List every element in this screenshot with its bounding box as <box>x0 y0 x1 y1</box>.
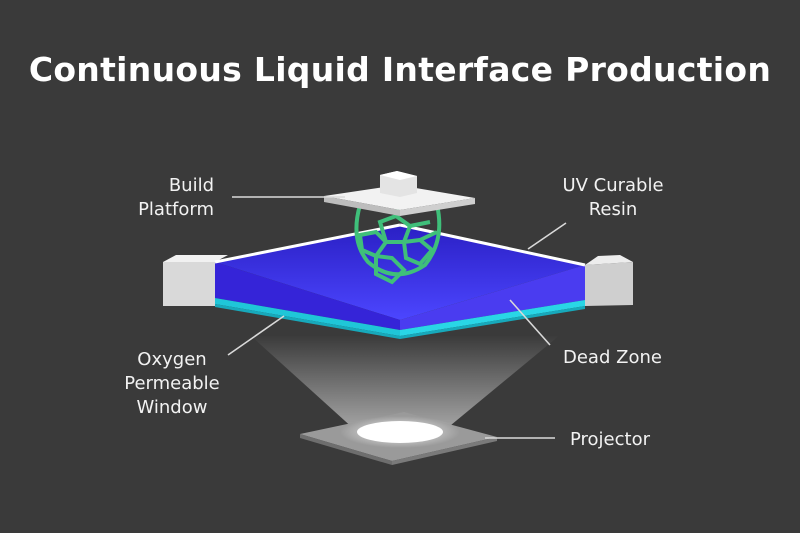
light-beam <box>250 335 560 430</box>
build-platform <box>324 171 475 216</box>
label-build-platform: Build Platform <box>138 175 214 220</box>
leader-oxygen-window <box>227 315 285 356</box>
diagram-title: Continuous Liquid Interface Production <box>28 50 772 89</box>
projector-lamp <box>357 421 443 443</box>
label-oxygen-permeable-window: Oxygen Permeable Window <box>124 349 220 418</box>
label-uv-curable-resin: UV Curable Resin <box>562 175 664 220</box>
label-dead-zone: Dead Zone <box>563 347 662 368</box>
projector <box>300 412 497 465</box>
printed-lattice <box>354 204 442 285</box>
leader-dead-zone <box>509 299 551 346</box>
leader-uv-resin <box>527 222 567 250</box>
label-projector: Projector <box>570 429 650 450</box>
dead-zone-layer <box>215 298 400 336</box>
vat-walls <box>163 223 633 306</box>
leader-lines <box>227 196 567 439</box>
